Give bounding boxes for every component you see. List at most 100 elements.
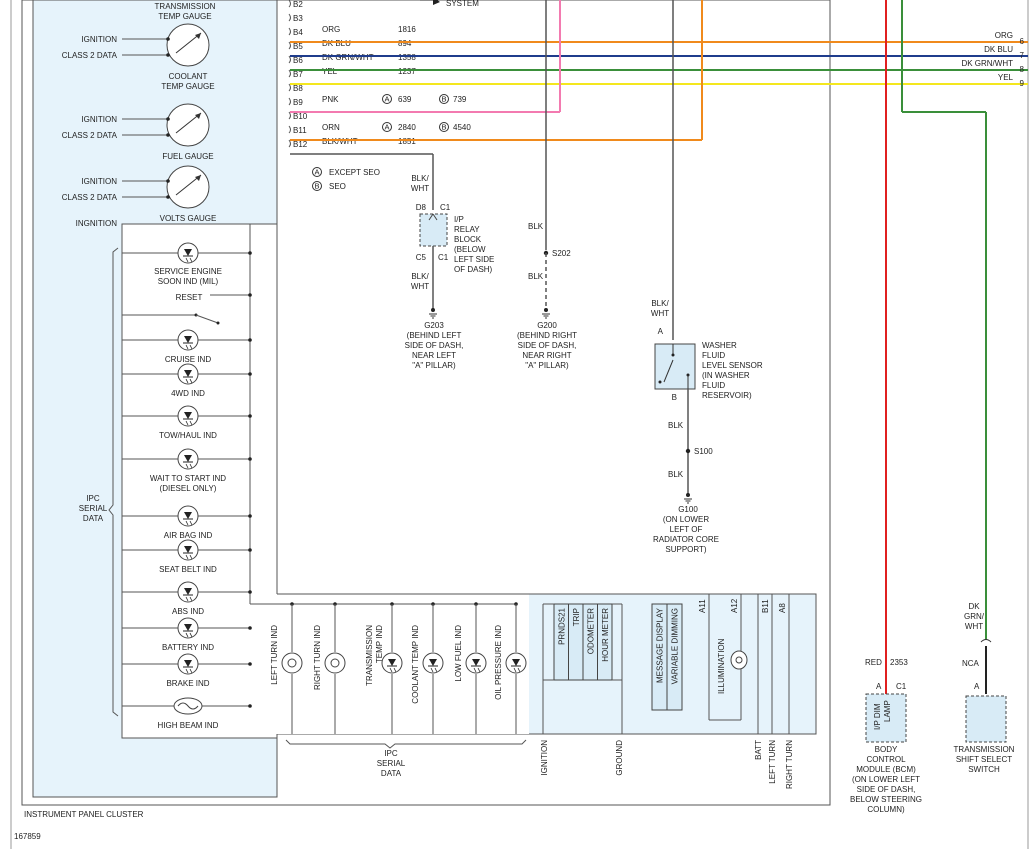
wire-label: DK	[968, 602, 980, 611]
option-b-icon	[439, 94, 449, 104]
splice-label: S100	[694, 447, 713, 456]
led-triangle	[184, 249, 192, 256]
ground-location: "A" PILLAR)	[525, 361, 569, 370]
wire	[477, 667, 481, 673]
gauge-input-label: CLASS 2 DATA	[62, 131, 118, 140]
ipc-serial-data-label: SERIAL	[79, 504, 108, 513]
led-icon	[177, 405, 199, 427]
ground-location: (BEHIND RIGHT	[517, 331, 577, 340]
wire	[189, 596, 193, 602]
splice-dot	[248, 626, 252, 630]
gauge-label: TEMP GAUGE	[161, 82, 214, 91]
wire	[189, 257, 193, 263]
pin-label: B4	[293, 28, 303, 37]
arrow-icon	[433, 0, 440, 5]
bottom-pin-label: LEFT TURN	[768, 740, 777, 784]
option-b-label: B	[441, 95, 446, 104]
ground-location: (ON LOWER	[663, 515, 709, 524]
indicator-label: 4WD IND	[171, 389, 205, 398]
left-indicator-6: SEAT BELT IND	[122, 539, 252, 574]
wire	[185, 668, 189, 674]
wire-label: BLK	[528, 222, 544, 231]
legend-symbol: A	[314, 168, 319, 177]
bottom-pin-label: RIGHT TURN	[785, 740, 794, 789]
connector-row-B10: B10	[288, 111, 308, 121]
splice-dot	[248, 514, 252, 518]
wire-label: WHT	[411, 184, 429, 193]
splice-label: S202	[552, 249, 571, 258]
splice-dot	[248, 338, 252, 342]
right-wire-number: 8	[1020, 65, 1025, 74]
gauge-input-label: IGNITION	[81, 177, 117, 186]
lamp-icon	[281, 652, 303, 674]
pin-label: A	[658, 327, 664, 336]
gauge-label: TRANSMISSION	[155, 2, 216, 11]
bottom-indicator-label: TEMP IND	[375, 625, 384, 663]
washer-label: FLUID	[702, 381, 725, 390]
splice-dot	[166, 179, 170, 183]
lamp-label: I/P DIM	[873, 703, 882, 730]
connector-icon	[980, 639, 992, 643]
ipc-serial-data-label: IPC	[86, 494, 100, 503]
splice-dot	[248, 662, 252, 666]
ground-location: SIDE OF DASH,	[518, 341, 577, 350]
display-label: HOUR METER	[601, 608, 610, 662]
bottom-indicator-label: LOW FUEL IND	[454, 625, 463, 682]
gauge-label: COOLANT	[169, 72, 208, 81]
option-a-icon	[382, 122, 392, 132]
lamp-filament	[735, 656, 743, 664]
left-indicator-7: ABS IND	[122, 581, 252, 616]
connector-bracket	[288, 13, 291, 22]
ground-location: (BEHIND LEFT	[407, 331, 462, 340]
ipc-serial-data-label: DATA	[381, 769, 402, 778]
legend-symbol: B	[314, 182, 319, 191]
connector-bracket	[288, 0, 291, 8]
left-indicator-10: HIGH BEAM IND	[122, 697, 252, 730]
gauge-needle-icon	[195, 175, 201, 181]
wire-color-label: BLK/WHT	[322, 137, 358, 146]
connector-bracket	[288, 55, 291, 64]
splice-dot	[686, 493, 690, 497]
nca-label: NCA	[962, 659, 980, 668]
wire	[430, 667, 434, 673]
circuit-label: 1358	[398, 53, 416, 62]
splice-dot	[248, 548, 252, 552]
splice-dot	[671, 353, 675, 357]
cluster-label: INSTRUMENT PANEL CLUSTER	[24, 810, 144, 819]
left-indicator-4: WAIT TO START IND(DIESEL ONLY)	[122, 448, 252, 493]
indicator-label: BRAKE IND	[166, 679, 209, 688]
lamp-filament	[177, 702, 199, 710]
wire	[473, 667, 477, 673]
illumination-label: ILLUMINATION	[717, 638, 726, 694]
splice-dot	[248, 704, 252, 708]
display-label: TRIP	[572, 608, 581, 626]
circuit-label: 1816	[398, 25, 416, 34]
wire	[185, 554, 189, 560]
wire-label: GRN/	[964, 612, 985, 621]
splice-dot	[658, 380, 662, 384]
right-wire-label: DK GRN/WHT	[961, 59, 1013, 68]
pin-label: A11	[698, 599, 707, 613]
indicator-label: ABS IND	[172, 607, 204, 616]
connector-bracket	[288, 125, 291, 134]
led-icon	[465, 652, 487, 674]
bottom-pin-label: IGNITION	[540, 740, 549, 776]
ground-id: G100	[678, 505, 698, 514]
wire-label: BLK	[668, 421, 684, 430]
ground-icon	[429, 308, 437, 319]
indicator-label: SEAT BELT IND	[159, 565, 217, 574]
legend-text: SEO	[329, 182, 346, 191]
pin-label: B9	[293, 98, 303, 107]
relay-block	[419, 213, 448, 247]
led-triangle	[184, 412, 192, 419]
bcm-label: (ON LOWER LEFT	[852, 775, 920, 784]
pin-label: B2	[293, 0, 303, 9]
gauge-input-label: CLASS 2 DATA	[62, 51, 118, 60]
ground-icon	[684, 493, 692, 504]
indicator-label: SERVICE ENGINE	[154, 267, 222, 276]
display-label: VARIABLE DIMMING	[671, 608, 680, 684]
